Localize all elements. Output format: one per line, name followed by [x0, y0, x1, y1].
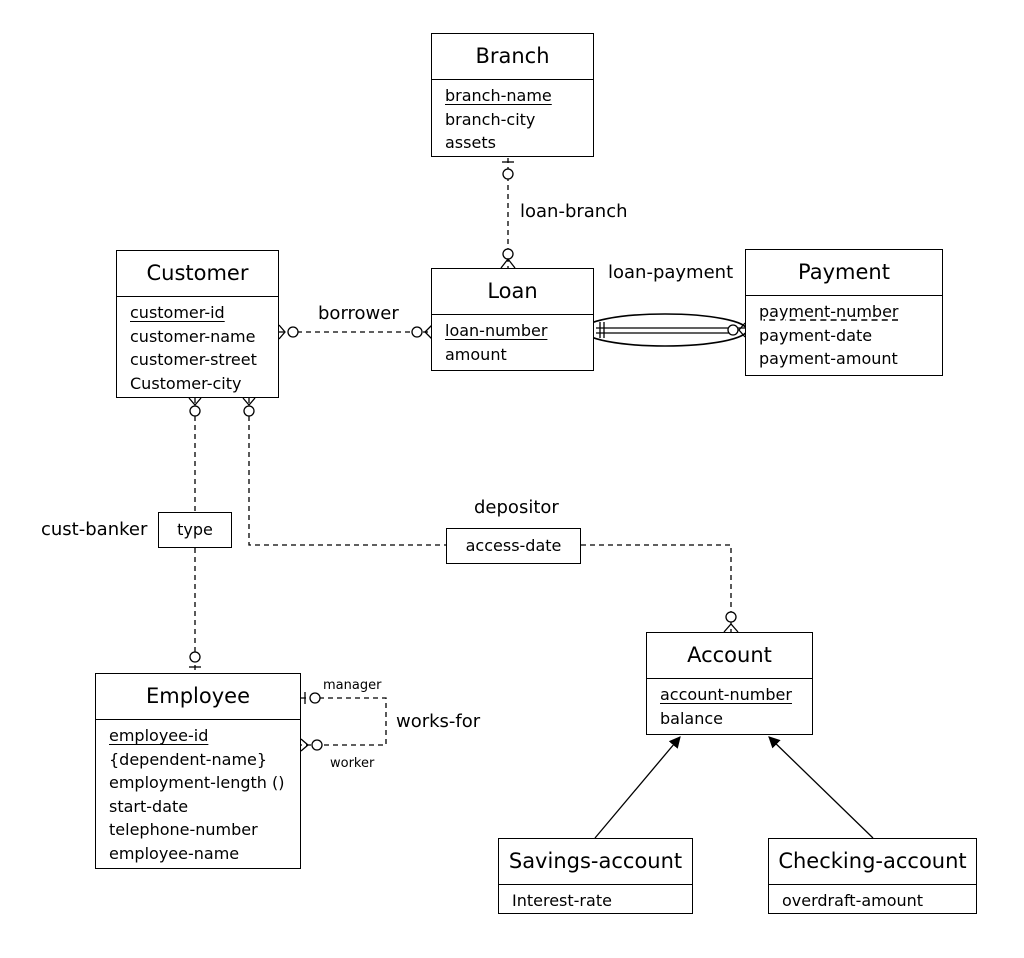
attribute-list: loan-number amount — [432, 315, 593, 366]
entity-branch[interactable]: Branch branch-name branch-city assets — [431, 33, 594, 157]
entity-employee[interactable]: Employee employee-id {dependent-name} em… — [95, 673, 301, 869]
attribute-list: overdraft-amount — [769, 885, 976, 913]
depositor-connector — [242, 397, 739, 633]
entity-title: Account — [647, 633, 812, 679]
attribute: start-date — [109, 796, 189, 816]
attribute: employee-name — [109, 843, 240, 863]
entity-payment[interactable]: Payment payment-number payment-date paym… — [745, 249, 943, 376]
attribute: Interest-rate — [512, 891, 612, 910]
attribute: customer-name — [130, 326, 256, 346]
attribute: amount — [445, 344, 507, 364]
borrower-label: borrower — [318, 303, 399, 324]
loan-payment-connector — [582, 313, 748, 347]
loan-payment-label: loan-payment — [608, 262, 734, 283]
attribute: {dependent-name} — [109, 749, 268, 769]
discriminator-attribute: payment-number — [759, 302, 899, 321]
attribute: overdraft-amount — [782, 891, 924, 910]
attribute-list: customer-id customer-name customer-stree… — [117, 297, 278, 395]
entity-checking-account[interactable]: Checking-account overdraft-amount — [768, 838, 977, 914]
primary-key-attribute: customer-id — [130, 303, 225, 322]
attribute-list: Interest-rate — [499, 885, 692, 913]
attribute: Customer-city — [130, 373, 242, 393]
attribute: assets — [445, 133, 496, 152]
attribute: telephone-number — [109, 820, 258, 839]
manager-role-label: manager — [323, 678, 382, 693]
primary-key-attribute: loan-number — [445, 321, 548, 340]
attribute-list: account-number balance — [647, 679, 812, 730]
entity-loan[interactable]: Loan loan-number amount — [431, 268, 594, 371]
cust-banker-label: cust-banker — [41, 519, 148, 540]
works-for-label: works-for — [396, 711, 481, 732]
primary-key-attribute: branch-name — [445, 86, 552, 105]
entity-customer[interactable]: Customer customer-id customer-name custo… — [116, 250, 279, 398]
entity-account[interactable]: Account account-number balance — [646, 632, 813, 735]
attribute: employment-length () — [109, 773, 285, 792]
attribute-list: payment-number payment-date payment-amou… — [746, 296, 942, 371]
worker-role-label: worker — [330, 756, 375, 771]
entity-title: Employee — [96, 674, 300, 720]
entity-savings-account[interactable]: Savings-account Interest-rate — [498, 838, 693, 914]
cust-banker-attribute-box[interactable]: type — [158, 512, 232, 548]
attribute: balance — [660, 708, 723, 728]
loan-branch-label: loan-branch — [520, 201, 628, 222]
entity-title: Loan — [432, 269, 593, 315]
entity-title: Payment — [746, 250, 942, 296]
entity-title: Branch — [432, 34, 593, 80]
attribute-list: employee-id {dependent-name} employment-… — [96, 720, 300, 865]
depositor-attribute-box[interactable]: access-date — [446, 528, 581, 564]
cust-banker-connector — [188, 397, 202, 673]
attribute: branch-city — [445, 109, 536, 129]
attribute: customer-street — [130, 350, 257, 369]
attribute-list: branch-name branch-city assets — [432, 80, 593, 155]
loan-branch-connector — [500, 158, 516, 269]
entity-title: Customer — [117, 251, 278, 297]
borrower-connector — [278, 324, 433, 340]
entity-title: Savings-account — [499, 839, 692, 885]
attribute: payment-amount — [759, 349, 898, 368]
primary-key-attribute: account-number — [660, 685, 792, 704]
depositor-label: depositor — [474, 497, 559, 518]
primary-key-attribute: employee-id — [109, 726, 209, 745]
entity-title: Checking-account — [769, 839, 976, 885]
works-for-connector — [300, 692, 387, 752]
specialization-arrows — [594, 736, 874, 839]
attribute: payment-date — [759, 325, 873, 345]
